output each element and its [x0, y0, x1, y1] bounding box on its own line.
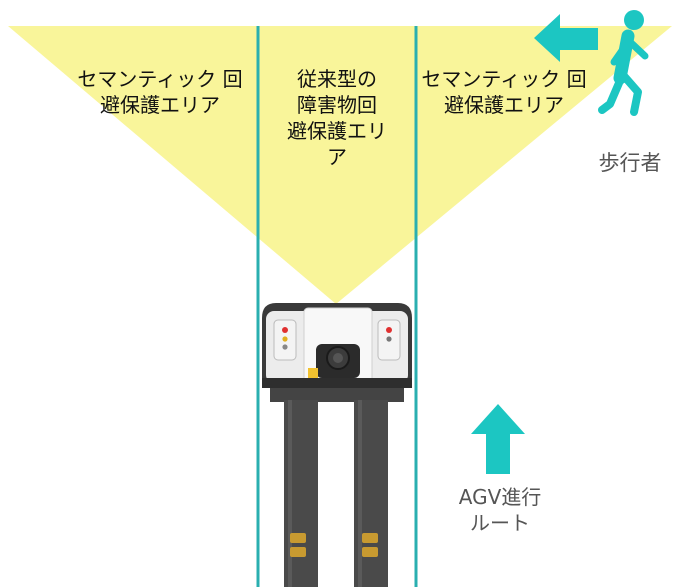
route-label: AGV進行 ルート — [458, 485, 542, 535]
pedestrian-icon — [598, 10, 649, 116]
arrow-up-icon — [471, 404, 525, 474]
semantic-zone-left-label: セマンティック 回 避保護エリア — [77, 67, 243, 117]
arrow-left-icon — [534, 14, 598, 62]
conventional-zone-label: 従来型の 障害物回 避保護エリ ア — [287, 67, 387, 169]
semantic-zone-right-label: セマンティック 回 避保護エリア — [421, 67, 587, 117]
agv-forklift — [262, 303, 412, 587]
pedestrian-label: 歩行者 — [598, 151, 662, 175]
protection-zone — [8, 26, 672, 304]
